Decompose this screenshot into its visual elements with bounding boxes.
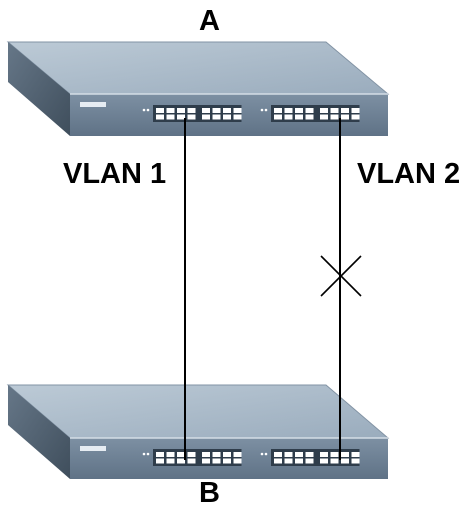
vlan1-label: VLAN 1 — [63, 158, 167, 190]
port — [233, 114, 242, 120]
port — [320, 114, 328, 120]
port — [330, 108, 339, 113]
port — [202, 452, 210, 457]
port — [212, 108, 221, 113]
switch-b-label: B — [199, 477, 220, 509]
blocked-x-icon — [320, 255, 362, 297]
port — [202, 114, 210, 120]
status-led — [260, 452, 264, 456]
port — [341, 452, 349, 457]
port — [284, 108, 293, 113]
port — [351, 452, 360, 457]
port — [295, 108, 303, 113]
port — [166, 452, 175, 457]
port — [284, 452, 293, 457]
port — [177, 108, 185, 113]
port — [341, 114, 349, 120]
port — [320, 108, 328, 113]
switch-a-label: A — [199, 5, 220, 37]
port — [295, 458, 303, 464]
port — [166, 108, 175, 113]
port — [320, 458, 328, 464]
port — [305, 452, 314, 457]
port — [233, 108, 242, 113]
port — [212, 458, 221, 464]
port — [341, 108, 349, 113]
switch-a-logo-strip — [80, 102, 106, 107]
port — [223, 452, 231, 457]
port — [330, 458, 339, 464]
port — [212, 452, 221, 457]
port — [341, 458, 349, 464]
port — [166, 458, 175, 464]
port — [156, 108, 164, 113]
port — [351, 114, 360, 120]
vlan2-label: VLAN 2 — [357, 158, 461, 190]
port — [330, 114, 339, 120]
port — [274, 458, 282, 464]
switch-b-top-face — [6, 384, 390, 439]
status-led — [264, 452, 268, 456]
status-led — [142, 452, 146, 456]
status-led — [260, 108, 264, 112]
port — [187, 114, 196, 120]
switch-a — [6, 41, 390, 136]
port — [202, 108, 210, 113]
status-led — [146, 108, 150, 112]
port — [156, 452, 164, 457]
switch-b-side-face — [8, 385, 70, 479]
port — [351, 458, 360, 464]
status-led — [146, 452, 150, 456]
status-led — [264, 108, 268, 112]
port — [223, 114, 231, 120]
port — [295, 114, 303, 120]
port — [305, 108, 314, 113]
port — [330, 452, 339, 457]
switch-a-port-group-1 — [142, 105, 242, 122]
port — [305, 458, 314, 464]
port — [187, 458, 196, 464]
port — [233, 452, 242, 457]
port — [212, 114, 221, 120]
switch-b-port-group-1 — [142, 449, 242, 466]
port — [223, 458, 231, 464]
port — [351, 108, 360, 113]
port — [166, 114, 175, 120]
switch-a-top-face — [6, 41, 390, 95]
port — [202, 458, 210, 464]
switch-a-port-group-2 — [260, 105, 360, 122]
port — [223, 108, 231, 113]
port — [305, 114, 314, 120]
port — [274, 452, 282, 457]
switch-a-side-face — [8, 42, 70, 136]
status-led — [142, 108, 146, 112]
port — [177, 114, 185, 120]
port — [156, 114, 164, 120]
port — [284, 114, 293, 120]
switch-b — [6, 384, 390, 479]
switch-b-logo-strip — [80, 446, 106, 451]
port — [187, 452, 196, 457]
port — [233, 458, 242, 464]
port — [320, 452, 328, 457]
port — [156, 458, 164, 464]
port — [284, 458, 293, 464]
port — [177, 452, 185, 457]
port — [187, 108, 196, 113]
port — [295, 452, 303, 457]
port — [274, 108, 282, 113]
port — [177, 458, 185, 464]
switch-b-port-group-2 — [260, 449, 360, 466]
port — [274, 114, 282, 120]
